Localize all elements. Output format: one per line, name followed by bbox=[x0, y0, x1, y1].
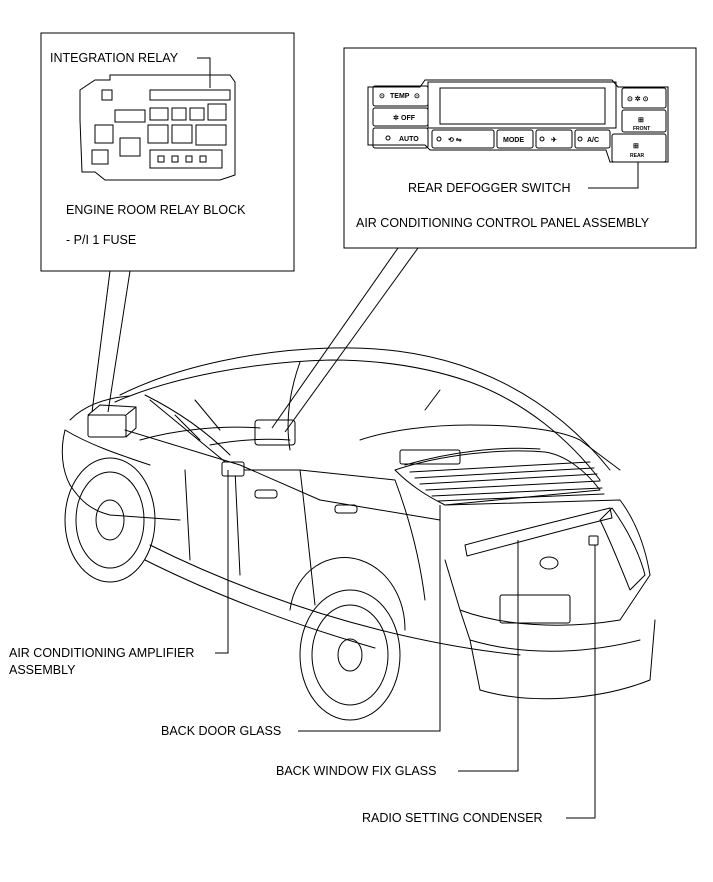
relay-block-inset: INTEGRATION RELAY ENGINE ROOM RELAY BLOC… bbox=[40, 32, 295, 413]
back-window-fix-glass-label: BACK WINDOW FIX GLASS bbox=[276, 764, 436, 778]
panel-assembly-label: AIR CONDITIONING CONTROL PANEL ASSEMBLY bbox=[356, 216, 650, 230]
svg-text:⟲ ⇋: ⟲ ⇋ bbox=[448, 136, 462, 144]
back-door-glass-label: BACK DOOR GLASS bbox=[161, 724, 281, 738]
amplifier-label-line2: ASSEMBLY bbox=[9, 663, 76, 677]
svg-text:⊞: ⊞ bbox=[638, 117, 644, 124]
defogger-grid-lines bbox=[409, 461, 605, 502]
integration-relay-label: INTEGRATION RELAY bbox=[50, 51, 179, 65]
fuse-label: - P/I 1 FUSE bbox=[66, 233, 136, 247]
mode-label: MODE bbox=[503, 137, 524, 144]
svg-text:⊙ ✲ ⊙: ⊙ ✲ ⊙ bbox=[627, 95, 649, 103]
svg-text:✲: ✲ bbox=[393, 114, 399, 122]
rear-defogger-switch-label: REAR DEFOGGER SWITCH bbox=[408, 181, 571, 195]
rear-label: REAR bbox=[630, 153, 645, 159]
temp-label: TEMP bbox=[390, 93, 410, 100]
control-panel-inset: ⊙ TEMP ⊙ ✲ OFF AUTO ⟲ ⇋ MODE ✈ A/C ⊙ ✲ ⊙ bbox=[271, 47, 697, 433]
relay-block-label: ENGINE ROOM RELAY BLOCK bbox=[66, 203, 246, 217]
radio-setting-condenser-label: RADIO SETTING CONDENSER bbox=[362, 811, 543, 825]
off-label: OFF bbox=[401, 115, 416, 122]
svg-text:⊞: ⊞ bbox=[633, 143, 639, 150]
svg-text:⊙: ⊙ bbox=[414, 93, 420, 100]
relay-block-drawing bbox=[79, 74, 236, 181]
front-label: FRONT bbox=[633, 126, 650, 132]
amplifier-label-line1: AIR CONDITIONING AMPLIFIER bbox=[9, 646, 194, 660]
ac-label: A/C bbox=[587, 137, 599, 144]
auto-label: AUTO bbox=[399, 136, 419, 143]
callouts: AIR CONDITIONING AMPLIFIER ASSEMBLY BACK… bbox=[9, 470, 596, 825]
svg-text:⊙: ⊙ bbox=[379, 93, 385, 100]
car-illustration bbox=[61, 347, 656, 721]
svg-text:✈: ✈ bbox=[551, 136, 557, 144]
control-panel-drawing: ⊙ TEMP ⊙ ✲ OFF AUTO ⟲ ⇋ MODE ✈ A/C ⊙ ✲ ⊙ bbox=[367, 79, 669, 163]
